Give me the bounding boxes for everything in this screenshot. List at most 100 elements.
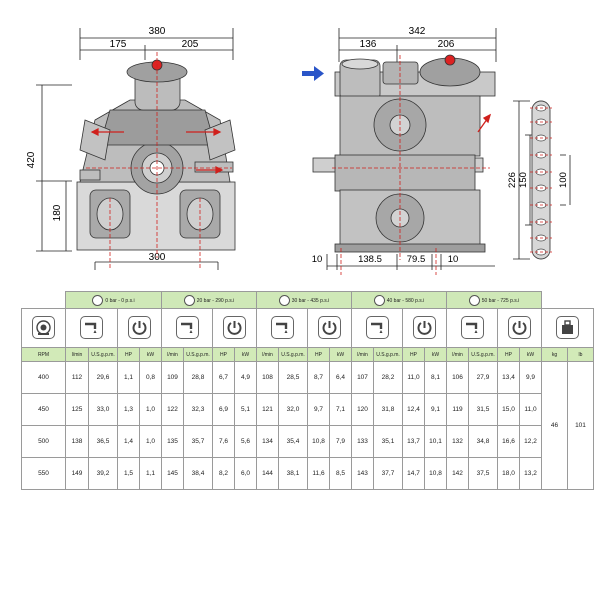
gauge-icon (92, 294, 104, 306)
bracket-height-226: 226 (507, 172, 518, 188)
value-cell: 135 (161, 425, 184, 458)
value-cell: 38,1 (278, 457, 308, 490)
subheader-usgpm: U.S.g.p.m. (88, 347, 118, 362)
value-cell: 39,2 (88, 457, 118, 490)
value-cell: 142 (446, 457, 469, 490)
value-cell: 138 (65, 425, 89, 458)
value-cell: 9,1 (424, 393, 447, 426)
value-cell: 32,3 (183, 393, 213, 426)
value-cell: 27,9 (468, 361, 498, 394)
value-cell: 1,0 (139, 393, 162, 426)
value-cell: 9,7 (307, 393, 330, 426)
value-cell: 8,1 (424, 361, 447, 394)
subheader-usgpm: U.S.g.p.m. (183, 347, 213, 362)
kg-header: kg (541, 347, 568, 362)
value-cell: 31,5 (468, 393, 498, 426)
value-cell: 33,0 (88, 393, 118, 426)
power-icon (508, 315, 531, 339)
value-cell: 35,4 (278, 425, 308, 458)
subheader-lmin: l/min (446, 347, 469, 362)
value-cell: 6,7 (212, 361, 235, 394)
value-cell: 6,0 (234, 457, 257, 490)
value-cell: 106 (446, 361, 469, 394)
pressure-group-50: 50 bar - 725 p.s.i (446, 291, 542, 309)
value-cell: 7,1 (329, 393, 352, 426)
value-cell: 28,2 (373, 361, 403, 394)
rpm-header: RPM (21, 347, 66, 362)
subheader-usgpm: U.S.g.p.m. (468, 347, 498, 362)
front-width-right: 205 (182, 39, 199, 50)
value-cell: 4,9 (234, 361, 257, 394)
value-cell: 31,8 (373, 393, 403, 426)
front-width-total: 380 (149, 26, 166, 37)
side-width-total: 342 (409, 26, 426, 37)
weight-icon (556, 315, 579, 339)
value-cell: 133 (351, 425, 374, 458)
pressure-group-20: 20 bar - 290 p.s.i (161, 291, 257, 309)
value-cell: 122 (161, 393, 184, 426)
weight-kg: 46 (541, 361, 568, 490)
value-cell: 144 (256, 457, 279, 490)
value-cell: 1,3 (117, 393, 140, 426)
front-height-lower: 180 (52, 204, 63, 221)
front-width-left: 175 (110, 39, 127, 50)
subheader-kw: kW (424, 347, 447, 362)
side-view: 342 136 206 10 138.5 79.5 10 (302, 26, 497, 275)
value-cell: 7,6 (212, 425, 235, 458)
value-cell: 145 (161, 457, 184, 490)
subheader-lmin: l/min (65, 347, 89, 362)
value-cell: 108 (256, 361, 279, 394)
value-cell: 10,8 (424, 457, 447, 490)
value-cell: 8,5 (329, 457, 352, 490)
subheader-kw: kW (139, 347, 162, 362)
value-cell: 10,8 (307, 425, 330, 458)
subheader-usgpm: U.S.g.p.m. (278, 347, 308, 362)
value-cell: 7,9 (329, 425, 352, 458)
subheader-lmin: l/min (161, 347, 184, 362)
bracket-height-150: 150 (518, 172, 529, 188)
value-cell: 13,2 (519, 457, 542, 490)
value-cell: 1,1 (117, 361, 140, 394)
side-dim-10-right: 10 (448, 254, 459, 265)
power-icon (318, 315, 341, 339)
value-cell: 6,4 (329, 361, 352, 394)
subheader-hp: HP (402, 347, 425, 362)
power-icon (413, 315, 436, 339)
gauge-icon (468, 294, 480, 306)
lb-header: lb (567, 347, 594, 362)
pressure-header-row: 0 bar - 0 p.s.i 20 bar - 290 p.s.i 30 ba… (22, 291, 594, 309)
icon-row (21, 308, 594, 348)
weight-lb: 101 (567, 361, 594, 490)
subheader-lmin: l/min (256, 347, 279, 362)
value-cell: 112 (65, 361, 89, 394)
value-cell: 120 (351, 393, 374, 426)
rpm-cell: 500 (21, 425, 66, 458)
value-cell: 149 (65, 457, 89, 490)
value-cell: 34,8 (468, 425, 498, 458)
gauge-icon (278, 294, 290, 306)
value-cell: 28,8 (183, 361, 213, 394)
value-cell: 13,4 (497, 361, 520, 394)
side-dim-10-left: 10 (312, 254, 323, 265)
subheader-kw: kW (519, 347, 542, 362)
front-view: 380 175 205 420 180 300 (26, 26, 236, 270)
side-dim-138-5: 138.5 (358, 254, 382, 265)
subheader-lmin: l/min (351, 347, 374, 362)
gauge-icon (373, 294, 385, 306)
value-cell: 121 (256, 393, 279, 426)
value-cell: 14,7 (402, 457, 425, 490)
bracket-height-100: 100 (558, 172, 569, 188)
value-cell: 29,6 (88, 361, 118, 394)
motor-rpm-icon (32, 315, 55, 339)
side-width-right: 206 (438, 39, 455, 50)
value-cell: 143 (351, 457, 374, 490)
flow-tap-icon (80, 315, 103, 339)
flow-tap-icon (175, 315, 199, 339)
value-cell: 18,0 (497, 457, 520, 490)
subheader-kw: kW (234, 347, 257, 362)
flow-tap-icon (460, 315, 484, 339)
value-cell: 125 (65, 393, 89, 426)
